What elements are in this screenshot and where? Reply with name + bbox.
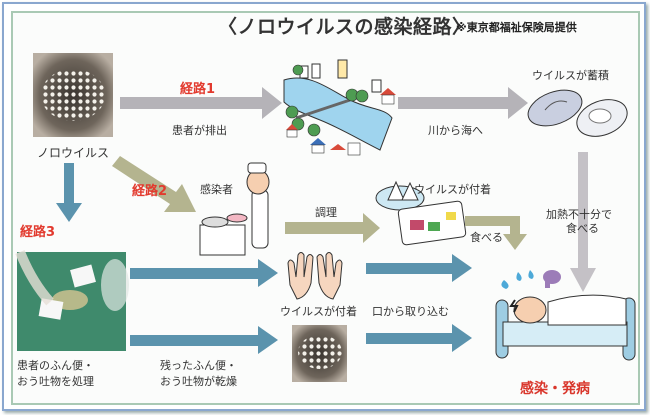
virus-micrograph [33,53,113,137]
virus-attached-hands-label: ウイルスが付着 [280,305,357,318]
virus-attached-food-label: ウイルスが付着 [414,183,491,196]
sick-patient-illustration [495,270,636,361]
undercooked-arrow [570,152,596,292]
bento-illustration [375,180,467,246]
patient-cleanup-label-line1: 患者のふん便・ [17,359,94,372]
route3-arrow-hands-to-patient [366,254,472,282]
route1-arrow-discharge [120,87,282,119]
route3-arrow-to-hands [130,259,278,287]
route2-arrow-eat [465,216,527,250]
undercooked-label-line1: 加熱不十分で [546,208,612,221]
route2-step-cooking: 調理 [315,206,337,219]
route2-arrow-cooking [285,213,380,243]
route1-label: 経路1 [180,82,216,97]
river-town-illustration [283,59,396,156]
infected-person-label: 感染者 [200,183,233,196]
route1-arrow-river-to-sea [398,87,528,119]
outcome-label: 感染・発病 [520,381,590,397]
oyster-illustration [527,89,628,137]
route3-arrow-dust-to-patient [366,324,472,352]
dried-virus-micrograph [292,325,347,382]
route3-arrow-dried [130,326,278,354]
cleanup-photo [15,250,129,351]
dried-residue-label-line2: おう吐物が乾燥 [160,375,237,388]
route1-step-discharge: 患者が排出 [172,124,227,137]
patient-cleanup-label-line2: おう吐物を処理 [17,375,94,388]
route2-step-eat: 食べる [470,231,503,244]
route3-arrow-down [56,163,82,222]
route3-step-ingest: 口から取り込む [372,305,449,318]
norovirus-label: ノロウイルス [37,146,110,160]
route3-label: 経路3 [20,225,56,240]
route2-arrow-to-infected [112,156,196,212]
virus-accumulates-label: ウイルスが蓄積 [532,69,609,82]
dried-residue-label-line1: 残ったふん便・ [160,359,237,372]
route2-label: 経路2 [132,184,168,199]
route1-step-river-to-sea: 川から海へ [428,124,483,137]
source-note: ※東京都福祉保険局提供 [456,21,577,34]
diagram-title: 〈ノロウイルスの感染経路〉 [218,16,472,38]
hands-illustration [287,252,343,300]
cook-illustration [199,162,270,256]
undercooked-label-line2: 食べる [566,222,599,235]
